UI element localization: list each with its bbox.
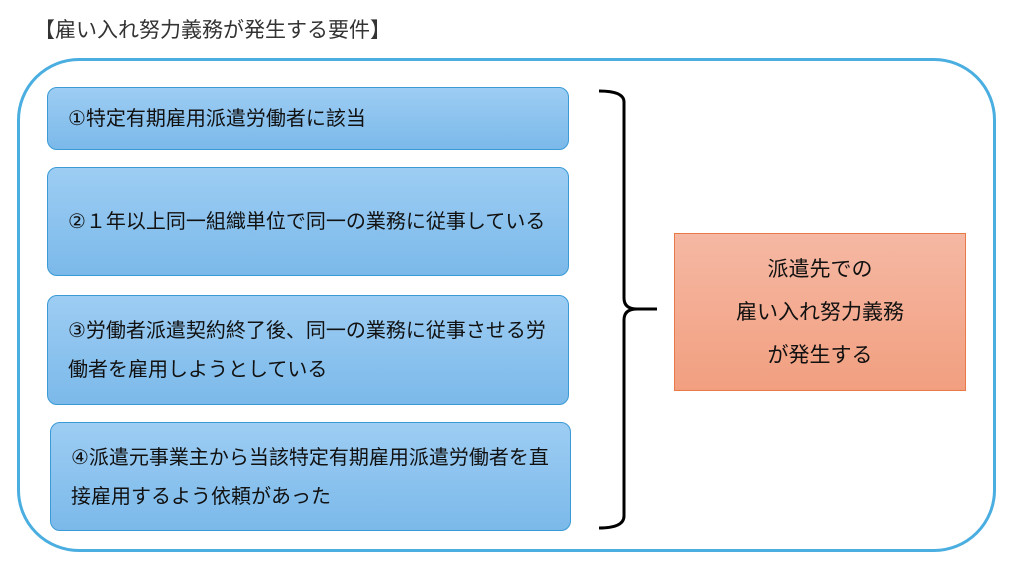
outer-frame [17, 58, 996, 552]
requirement-3: ③労働者派遣契約終了後、同一の業務に従事させる労働者を雇用しようとしている [47, 295, 569, 405]
result-line: が発生する [767, 342, 873, 367]
result-box: 派遣先での 雇い入れ努力義務 が発生する [674, 233, 966, 391]
right-brace [598, 89, 657, 530]
requirement-text: ②１年以上同一組織単位で同一の業務に従事している [68, 209, 546, 233]
result-line: 雇い入れ努力義務 [736, 299, 904, 324]
requirement-text: ③労働者派遣契約終了後、同一の業務に従事させる労働者を雇用しようとしている [68, 318, 546, 381]
requirement-2: ②１年以上同一組織単位で同一の業務に従事している [47, 167, 569, 276]
requirement-text: ④派遣元事業主から当該特定有期雇用派遣労働者を直接雇用するよう依頼があった [71, 444, 549, 508]
requirement-1: ①特定有期雇用派遣労働者に該当 [47, 87, 569, 150]
requirement-4: ④派遣元事業主から当該特定有期雇用派遣労働者を直接雇用するよう依頼があった [50, 422, 571, 531]
diagram-title: 【雇い入れ努力義務が発生する要件】 [34, 18, 391, 42]
result-line: 派遣先での [767, 256, 873, 281]
requirement-text: ①特定有期雇用派遣労働者に該当 [68, 106, 366, 130]
